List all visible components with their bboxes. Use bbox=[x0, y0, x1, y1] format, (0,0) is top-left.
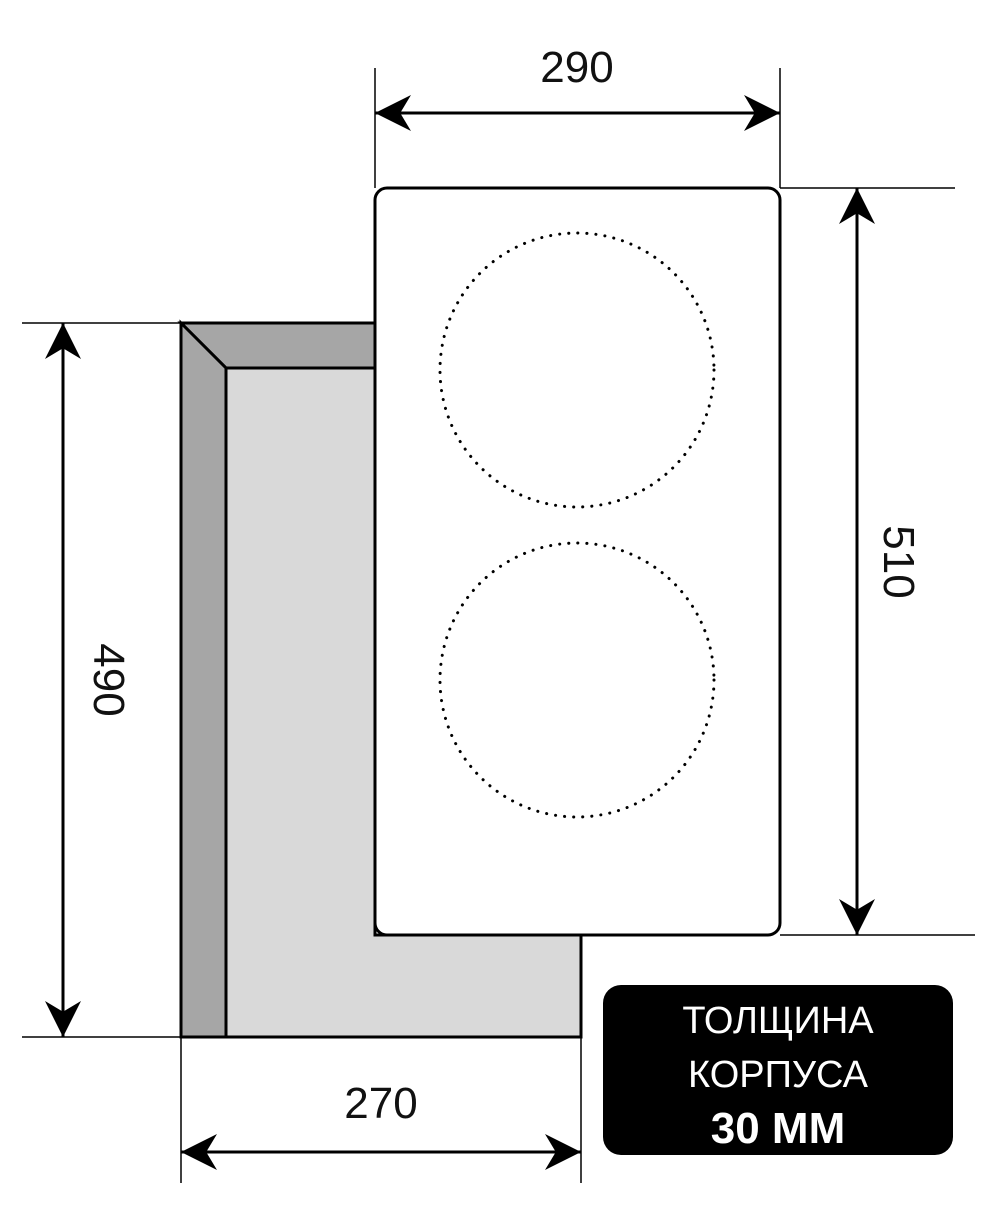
cooking-zone-top bbox=[438, 231, 716, 509]
badge-background bbox=[603, 985, 953, 1155]
cutout-body bbox=[177, 319, 583, 1039]
cutout-left-edge bbox=[179, 319, 228, 1039]
cooking-zone-bottom bbox=[438, 541, 716, 819]
dimension-label-top: 290 bbox=[540, 43, 613, 92]
badge-line-3: 30 ММ bbox=[711, 1104, 845, 1153]
dimension-label-right: 510 bbox=[874, 525, 923, 598]
badge-line-1: ТОЛЩИНА bbox=[682, 1000, 874, 1042]
badge-line-2: КОРПУСА bbox=[688, 1054, 869, 1096]
thickness-badge: ТОЛЩИНА КОРПУСА 30 ММ bbox=[603, 985, 953, 1155]
hob-panel bbox=[373, 186, 782, 937]
dimension-label-left: 490 bbox=[84, 643, 133, 716]
dimension-label-bottom: 270 bbox=[344, 1079, 417, 1128]
